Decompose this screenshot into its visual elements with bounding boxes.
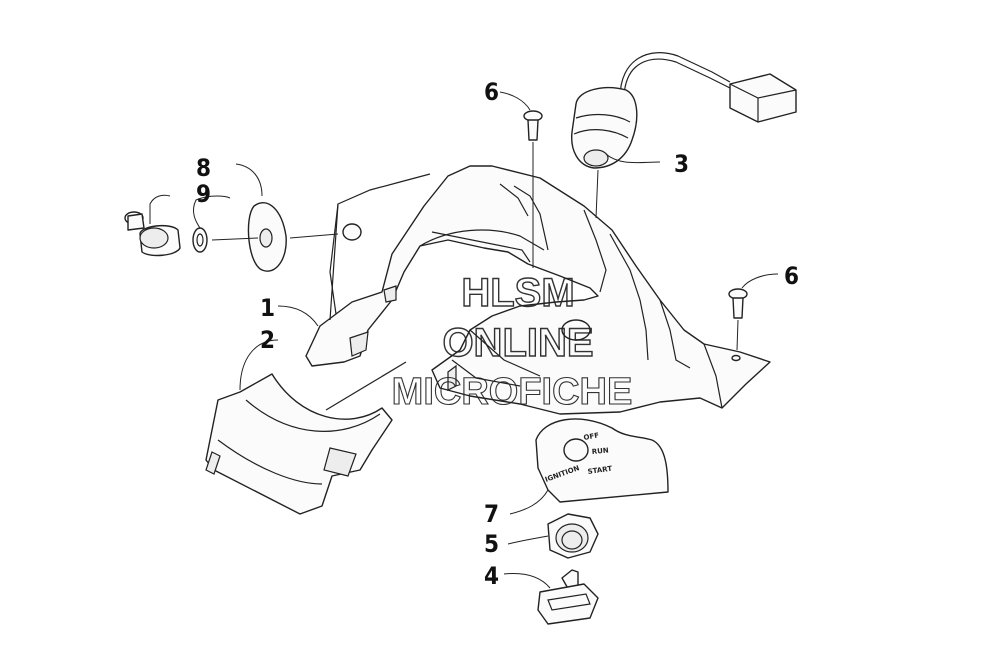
watermark-line-3: MICROFICHE bbox=[392, 371, 633, 413]
watermark-line-1: HLSM bbox=[461, 271, 574, 315]
part-5-nut bbox=[507, 513, 599, 559]
callout-8: 8 bbox=[196, 154, 211, 182]
part-1-handlebar-cover bbox=[305, 165, 771, 415]
plate-label-off: OFF bbox=[583, 431, 600, 442]
part-6-screw-right bbox=[728, 273, 779, 351]
callout-5: 5 bbox=[484, 530, 499, 558]
callout-4: 4 bbox=[484, 562, 499, 590]
plate-label-start: START bbox=[587, 465, 613, 476]
part-3-switch-harness bbox=[571, 52, 797, 219]
part-2-lower-cover bbox=[205, 373, 393, 515]
part-8-lens-disc bbox=[211, 163, 339, 272]
callout-1: 1 bbox=[260, 294, 275, 322]
part-9-bulb-assembly bbox=[124, 194, 231, 257]
watermark: HLSM ONLINE MICROFICHE bbox=[391, 270, 633, 413]
plate-label-run: RUN bbox=[591, 447, 609, 456]
callout-9: 9 bbox=[196, 180, 211, 208]
watermark-line-2: ONLINE bbox=[442, 321, 593, 365]
part-6-screw-upper bbox=[499, 91, 543, 268]
callout-2: 2 bbox=[260, 326, 275, 354]
leader-lines-1-2 bbox=[239, 305, 319, 391]
callout-6-upper: 6 bbox=[484, 78, 499, 106]
callout-6-right: 6 bbox=[784, 262, 799, 290]
callout-3: 3 bbox=[674, 150, 689, 178]
callout-7: 7 bbox=[484, 500, 499, 528]
part-7-ignition-plate: OFF RUN START IGNITION bbox=[509, 418, 669, 515]
part-4-key bbox=[503, 569, 599, 625]
